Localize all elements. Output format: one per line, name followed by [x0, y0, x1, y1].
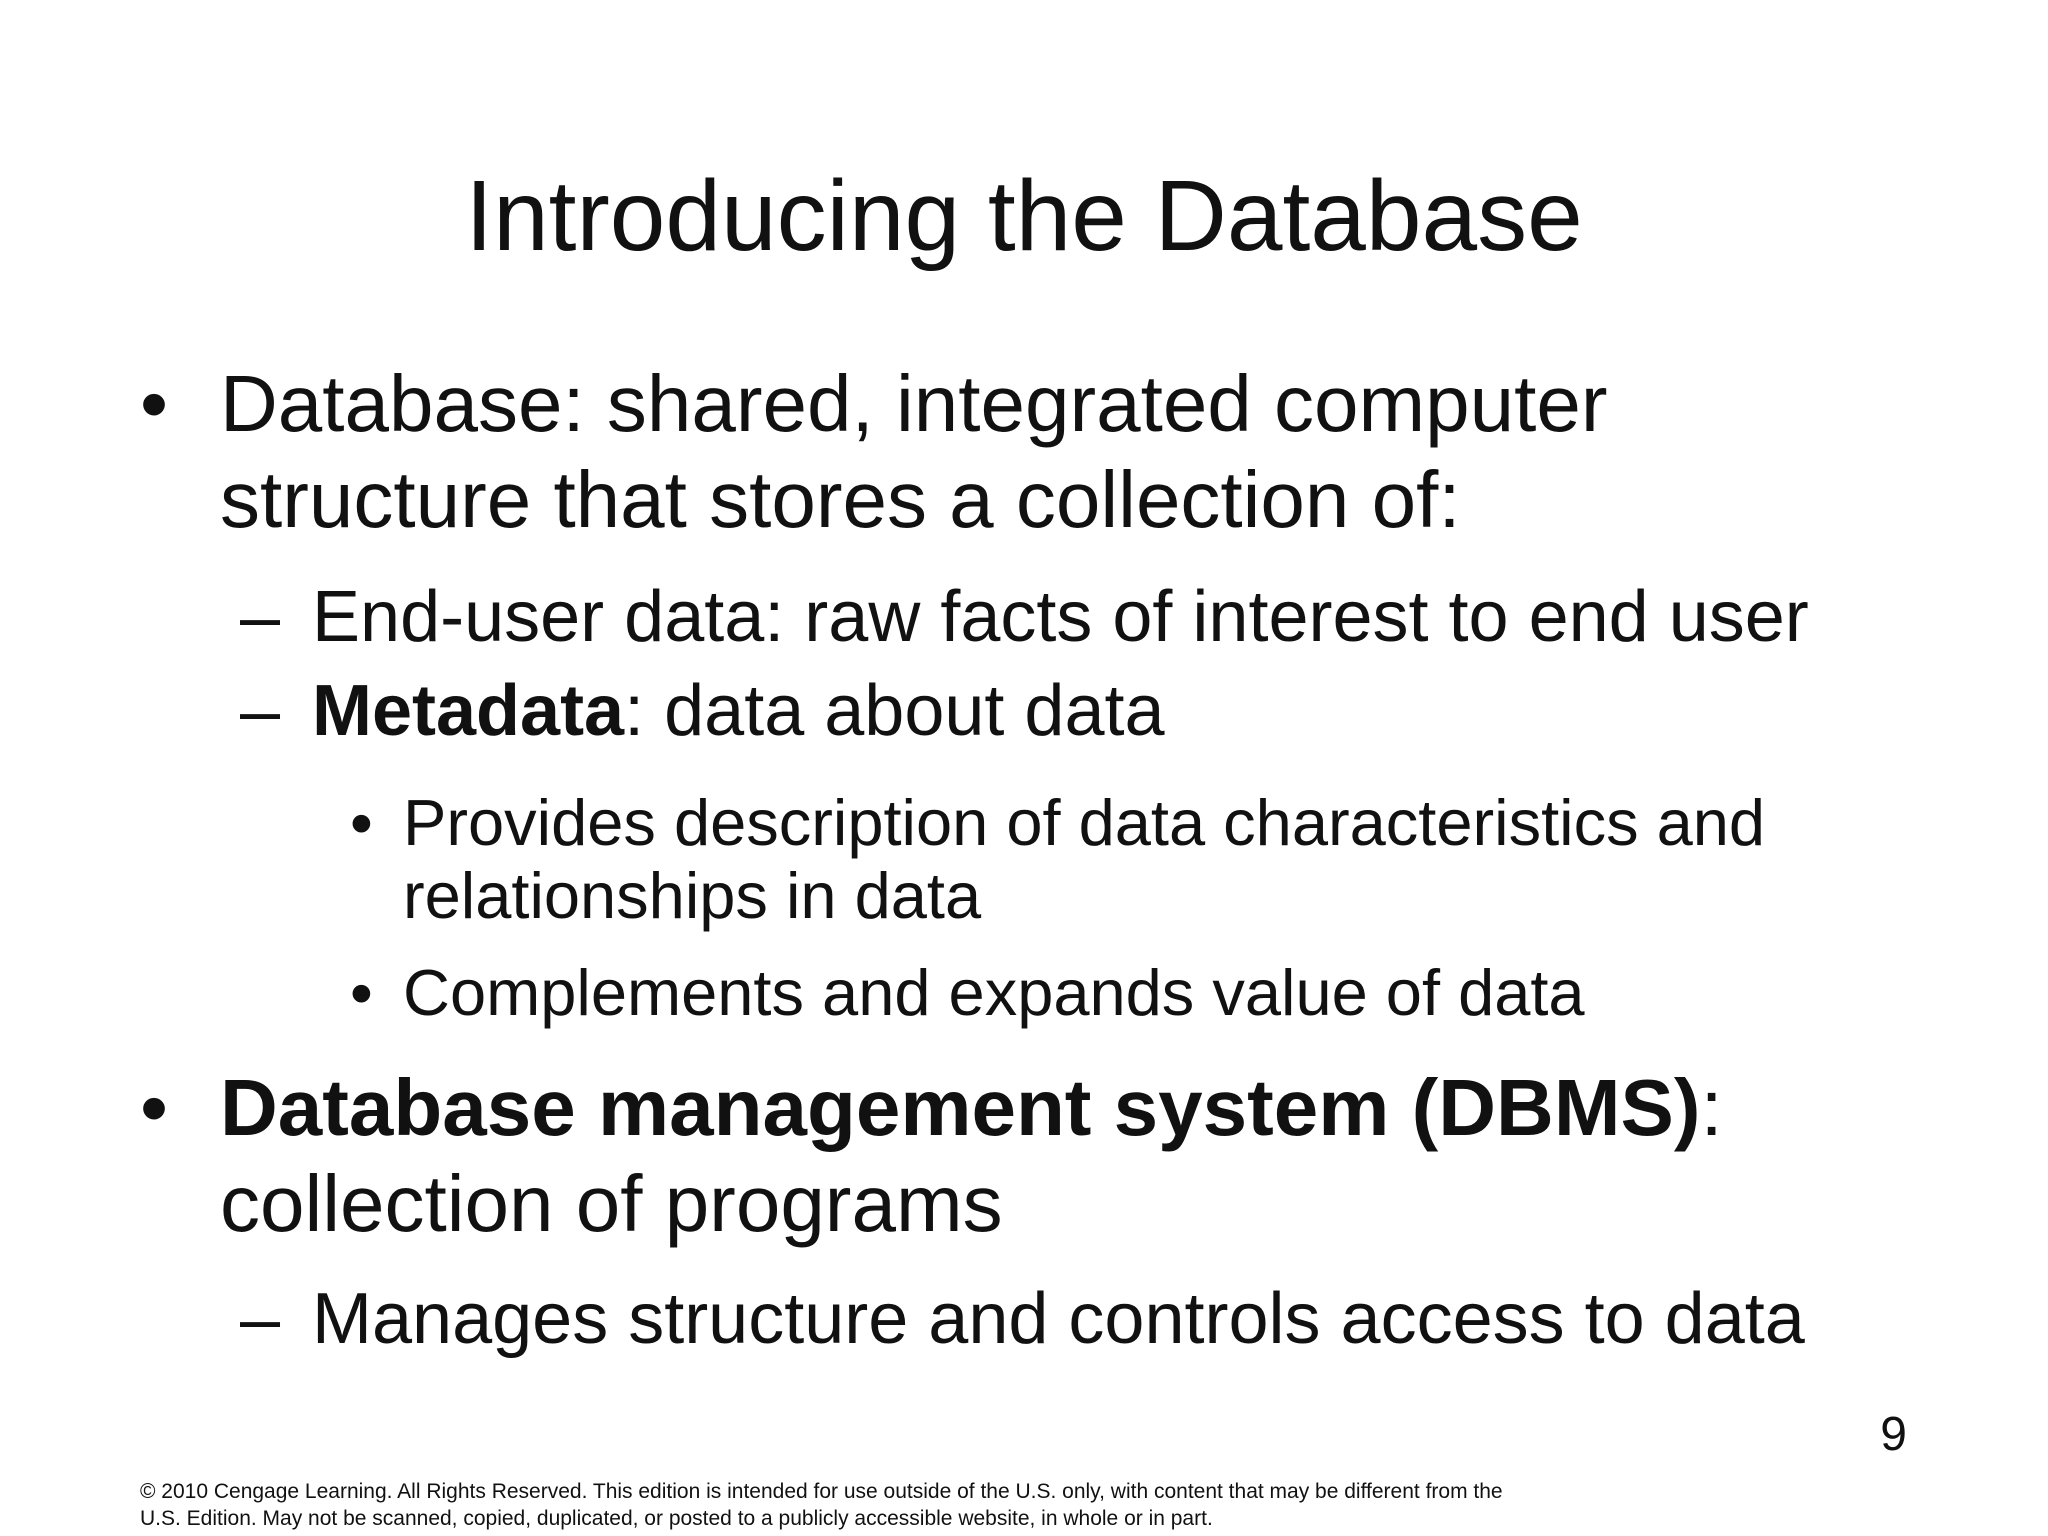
bullet-text: Database management system (DBMS): colle…: [220, 1063, 1723, 1248]
page-number: 9: [1880, 1408, 1907, 1461]
bullet-text: Metadata: data about data: [312, 671, 1165, 751]
bullet-text: Manages structure and controls access to…: [312, 1279, 1805, 1359]
bullet-text: End-user data: raw facts of interest to …: [312, 577, 1809, 657]
slide-title: Introducing the Database: [465, 160, 1583, 272]
bullet-item-provides-description: • Provides description of data character…: [350, 786, 1765, 932]
dash-icon: –: [240, 671, 281, 751]
bullet-text: Database: shared, integrated computer st…: [220, 359, 1608, 544]
bullet-item-dbms: • Database management system (DBMS): col…: [140, 1060, 1723, 1252]
bullet-item-database: • Database: shared, integrated computer …: [140, 356, 1608, 548]
bullet-item-complements: • Complements and expands value of data: [350, 956, 1585, 1029]
copyright-notice: © 2010 Cengage Learning. All Rights Rese…: [140, 1480, 1503, 1530]
bullet-item-end-user-data: – End-user data: raw facts of interest t…: [240, 574, 1809, 660]
bullet-icon: •: [140, 1063, 169, 1152]
dash-icon: –: [240, 577, 281, 657]
bullet-icon: •: [350, 786, 373, 859]
bullet-icon: •: [140, 359, 169, 448]
bullet-item-manages: – Manages structure and controls access …: [240, 1276, 1805, 1362]
dash-icon: –: [240, 1279, 281, 1359]
bullet-text: Provides description of data characteris…: [403, 786, 1766, 932]
bullet-item-metadata: – Metadata: data about data: [240, 668, 1165, 754]
bullet-icon: •: [350, 956, 373, 1029]
bullet-text: Complements and expands value of data: [403, 956, 1585, 1029]
